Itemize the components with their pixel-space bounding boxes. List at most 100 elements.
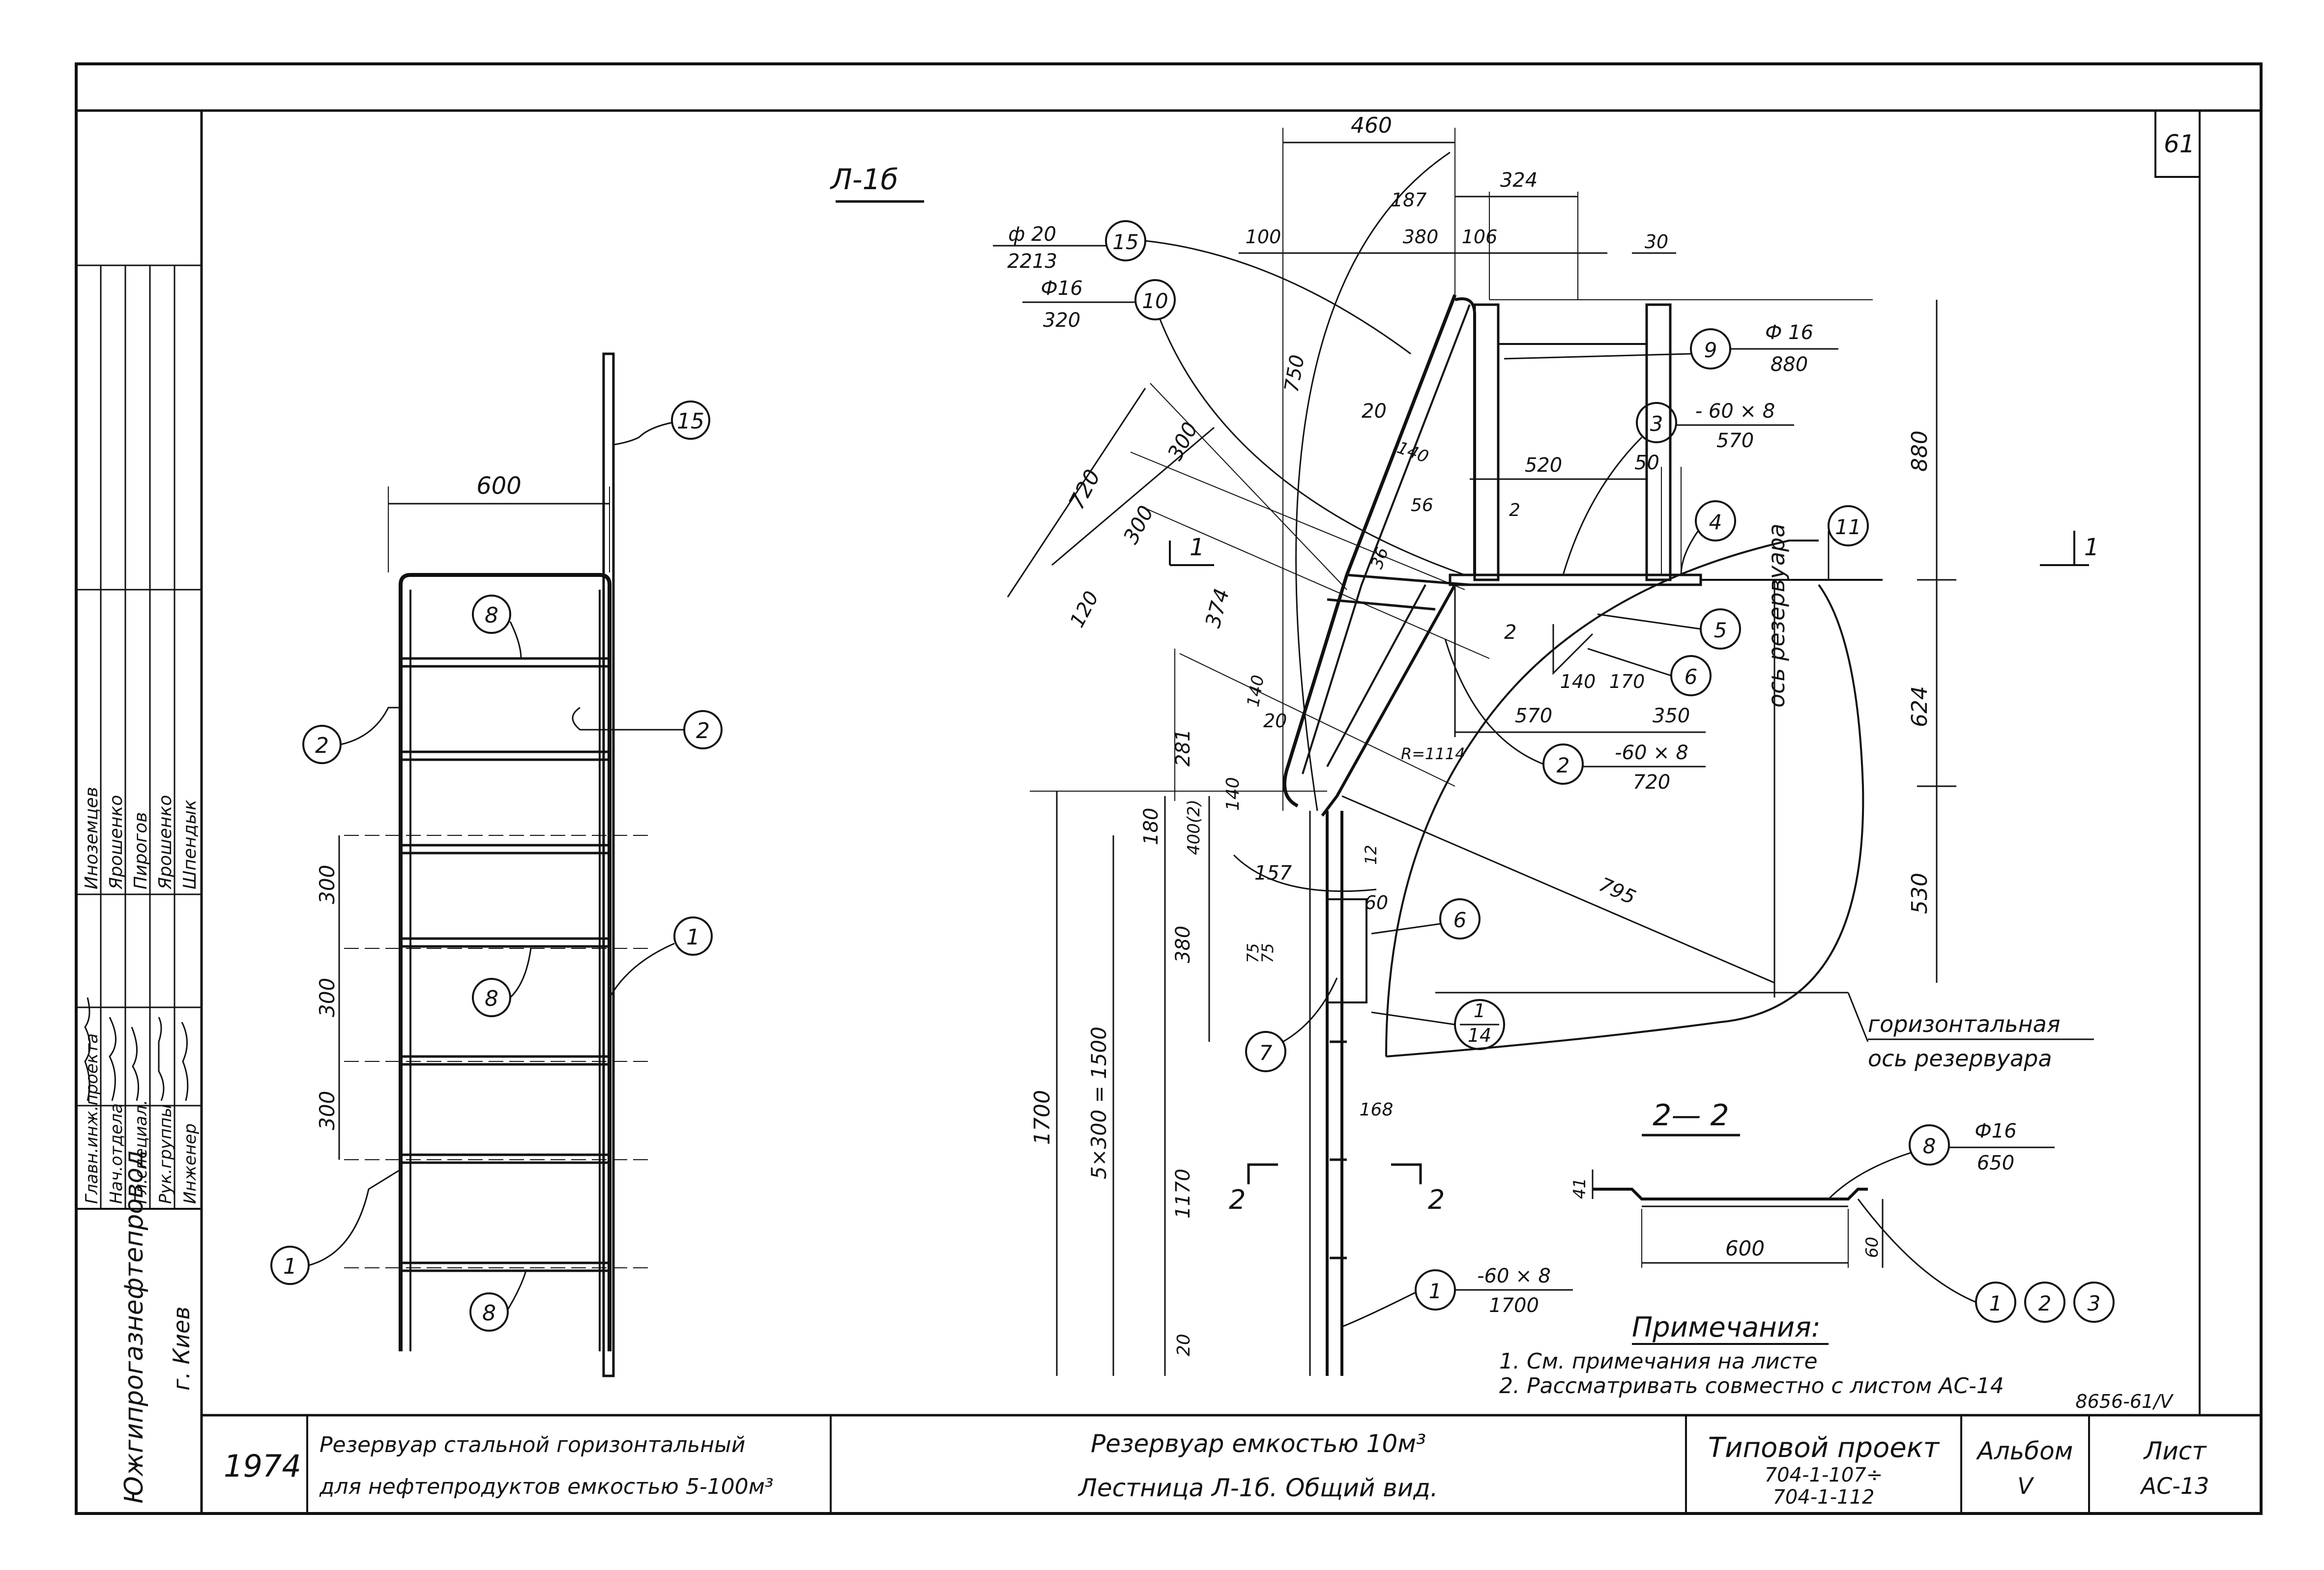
svg-text:15: 15	[1112, 230, 1138, 254]
dim-75-b: 75	[1258, 943, 1277, 963]
svg-text:2: 2	[1557, 753, 1570, 777]
dim-20-top: 20	[1362, 400, 1387, 423]
ladder-side-view: Л-1б ось резервуара горизонтальная	[830, 113, 2099, 1376]
dim-50: 50	[1634, 452, 1659, 474]
dim-157: 157	[1254, 862, 1292, 885]
dim-880: 880	[1907, 430, 1932, 472]
dim-350: 350	[1653, 705, 1690, 727]
front-dim-step-2: 300	[315, 978, 339, 1017]
front-dim-step-1: 300	[315, 865, 339, 904]
section-2-2: 2— 2 600 41 60 8 Ф16 650 1 2 3	[1570, 1098, 2115, 1323]
callout-3: 3 - 60 × 8 570	[1562, 400, 1794, 575]
sheet-border	[75, 62, 2263, 1515]
svg-text:320: 320	[1043, 309, 1080, 332]
approval-strip: Главн.инж.проекта Нач.отдела Гл.специал.…	[76, 264, 202, 1504]
svg-text:-60 × 8: -60 × 8	[1615, 742, 1688, 764]
svg-text:3: 3	[1650, 412, 1663, 436]
dim-374: 374	[1200, 586, 1234, 630]
notes-item-2: 2. Рассматривать совместно с листом АС-1…	[1499, 1373, 2004, 1399]
dim-1700: 1700	[1030, 1090, 1055, 1145]
dim-380: 380	[1403, 226, 1439, 248]
cut-2-left: 2	[1229, 1184, 1246, 1215]
svg-text:ф 20: ф 20	[1008, 223, 1056, 246]
svg-text:4: 4	[1709, 510, 1722, 534]
title-line2: Лестница Л-1б. Общий вид.	[1077, 1474, 1438, 1502]
signature	[158, 1017, 165, 1101]
svg-text:14: 14	[1468, 1025, 1491, 1046]
organization-city: г. Киев	[168, 1307, 195, 1391]
title-year: 1974	[224, 1448, 301, 1484]
notes: Примечания: 1. См. примечания на листе 2…	[1499, 1312, 2174, 1412]
dim-radius: 795	[1596, 873, 1639, 909]
front-callout-1-left: 1	[283, 1254, 297, 1279]
svg-text:8: 8	[1923, 1134, 1936, 1158]
dim-140-mid: 140	[1243, 674, 1268, 709]
front-callout-8-bottom: 8	[482, 1301, 496, 1326]
approval-name-4: Ярошенко	[155, 795, 175, 890]
callout-5: 5	[1597, 608, 1741, 650]
sheet-label: Лист	[2143, 1437, 2208, 1465]
svg-text:2: 2	[2038, 1291, 2052, 1315]
dim-520: 520	[1525, 454, 1562, 477]
svg-text:- 60 × 8: - 60 × 8	[1695, 400, 1775, 423]
svg-text:10: 10	[1142, 289, 1168, 313]
dim-168: 168	[1360, 1100, 1394, 1120]
dim-120: 120	[1066, 588, 1103, 631]
dim-460: 460	[1351, 113, 1392, 138]
svg-text:880: 880	[1771, 353, 1808, 376]
approval-role-5: Инженер	[180, 1123, 200, 1204]
svg-text:Ф16: Ф16	[1041, 277, 1082, 300]
notes-item-1: 1. См. примечания на листе	[1499, 1349, 1818, 1374]
dim-324: 324	[1500, 169, 1538, 192]
dim-140-bracket: 140	[1560, 671, 1596, 692]
dim-300-b: 300	[1119, 502, 1159, 548]
section-dim-60: 60	[1862, 1237, 1882, 1258]
dim-140-top: 140	[1394, 438, 1431, 467]
sheet-number-box	[2154, 110, 2201, 178]
tank-axis-horizontal-label-1: горизонтальная	[1868, 1011, 2061, 1037]
project-number-2: 704-1-112	[1772, 1486, 1874, 1509]
approval-name-1: Иноземцев	[82, 787, 102, 889]
callout-2-stringer: 2 -60 × 8 720	[1444, 638, 1706, 794]
front-callout-2-left: 2	[315, 733, 329, 758]
callout-6-lower: 6	[1371, 898, 1481, 940]
dim-100: 100	[1246, 226, 1281, 248]
callout-9: 9 Ф 16 880	[1504, 321, 1838, 376]
svg-text:720: 720	[1633, 771, 1670, 794]
organization-name: Южгипрогазнефтепровод	[119, 1150, 149, 1504]
callout-10: 10 Ф16 320	[1022, 277, 1465, 576]
svg-text:Ф 16: Ф 16	[1765, 321, 1813, 344]
svg-text:11: 11	[1835, 515, 1861, 539]
callout-11: 11	[1828, 505, 1869, 580]
approval-role-2: Нач.отдела	[107, 1103, 126, 1204]
svg-text:5: 5	[1714, 618, 1727, 642]
callout-15: 15 ф 20 2213	[993, 220, 1411, 355]
approval-role-4: Рук.группы	[156, 1104, 175, 1204]
svg-text:Ф16: Ф16	[1975, 1120, 2016, 1142]
view-title: Л-1б	[830, 163, 898, 196]
section-2-title: 2— 2	[1653, 1098, 1729, 1133]
approval-role-3: Гл.специал.	[131, 1100, 151, 1204]
dim-795: R=1114	[1401, 744, 1465, 763]
album-number: V	[2017, 1473, 2034, 1499]
album-label: Альбом	[1976, 1437, 2073, 1465]
dim-75-a: 75	[1244, 943, 1262, 963]
section-callout-8: 8 Ф16 650	[1828, 1120, 2055, 1200]
signature	[84, 997, 91, 1101]
cut-2-right: 2	[1428, 1184, 1445, 1215]
approval-role-1: Главн.инж.проекта	[82, 1033, 102, 1204]
dim-2-platform: 2	[1509, 500, 1520, 520]
section-callouts-1-2-3: 1 2 3	[1857, 1199, 2115, 1323]
dim-750: 750	[1280, 353, 1309, 394]
section-dim-600: 600	[1725, 1236, 1765, 1260]
svg-text:2213: 2213	[1007, 250, 1057, 273]
svg-text:570: 570	[1716, 429, 1754, 452]
dim-300-a: 300	[1163, 418, 1203, 464]
svg-text:1700: 1700	[1489, 1294, 1539, 1317]
callout-7: 7	[1245, 977, 1338, 1072]
svg-text:-60 × 8: -60 × 8	[1477, 1265, 1551, 1287]
section-marker-right: 1	[2084, 534, 2099, 561]
callout-4: 4	[1680, 500, 1736, 575]
dim-530: 530	[1907, 873, 1932, 914]
